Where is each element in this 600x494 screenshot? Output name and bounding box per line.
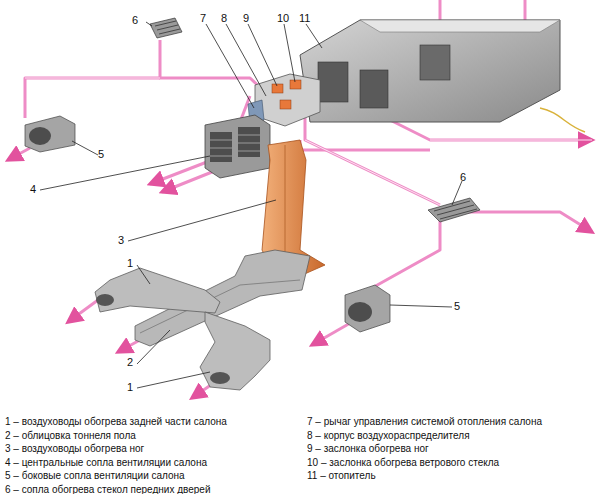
leader-lines-part xyxy=(306,24,322,48)
heater-unit-part xyxy=(540,108,585,132)
key-entry: 10 – заслонка обогрева ветрового стекла xyxy=(307,457,499,468)
door-glass-vents-part xyxy=(434,201,477,219)
side-nozzles xyxy=(25,116,390,332)
key-entry: 9 – заслонка обогрева ног xyxy=(307,443,429,454)
leader-lines-part xyxy=(40,156,210,190)
heater-unit-part xyxy=(360,70,388,108)
central-vents-part xyxy=(210,135,260,156)
callout-number: 11 xyxy=(299,12,310,24)
key-entry: 11 – отопитель xyxy=(307,470,376,481)
door-glass-vents xyxy=(150,18,480,222)
air-pipes-part xyxy=(118,340,140,352)
callout-number: 5 xyxy=(98,148,104,160)
key-entry: 2 – облицовка тоннеля пола xyxy=(5,430,136,441)
rear-ducts-part xyxy=(210,372,230,384)
central-vents-part xyxy=(210,132,232,162)
door-glass-vents-part xyxy=(155,21,180,34)
key-entry: 1 – воздуховоды обогрева задней части са… xyxy=(5,416,227,427)
heater-unit-part xyxy=(420,45,450,80)
central-vents-part xyxy=(238,127,260,157)
air-pipes-part xyxy=(300,140,430,150)
callout-number: 1 xyxy=(127,257,133,269)
heater-unit-part xyxy=(360,20,560,32)
side-nozzles-part xyxy=(345,285,390,332)
rear-ducts-part xyxy=(200,312,270,390)
leader-lines-part xyxy=(206,24,254,108)
heater-unit xyxy=(300,20,585,132)
callout-number: 9 xyxy=(243,12,249,24)
air-pipes xyxy=(8,0,592,398)
callout-number: 7 xyxy=(200,12,206,24)
rear-ducts-part xyxy=(96,294,114,306)
key-entry: 5 – боковые сопла вентиляции салона xyxy=(5,470,185,481)
leader-lines-part xyxy=(146,22,152,26)
central-vents xyxy=(205,115,270,178)
callout-number: 4 xyxy=(30,183,36,195)
air-pipes-part xyxy=(150,160,212,184)
air-distributor-part xyxy=(272,84,283,93)
leader-lines-part xyxy=(452,181,462,205)
leader-lines-part xyxy=(390,305,452,307)
key-entry: 6 – сопла обогрева стекол передних двере… xyxy=(5,484,210,494)
callout-number: 6 xyxy=(132,14,138,26)
key-entry: 4 – центральные сопла вентиляции салона xyxy=(5,457,207,468)
leader-lines-part xyxy=(248,24,277,86)
air-pipes-part xyxy=(305,118,440,205)
air-pipes-part xyxy=(312,322,352,345)
air-pipes-part xyxy=(25,78,160,118)
leader-lines-part xyxy=(128,200,276,241)
rear-ducts xyxy=(95,268,270,390)
leader-lines-part xyxy=(137,372,210,388)
key-entry: 3 – воздуховоды обогрева ног xyxy=(5,443,144,454)
door-glass-vents-part xyxy=(150,18,182,38)
air-distributor-part xyxy=(255,74,320,126)
air-distributor-part xyxy=(280,100,291,109)
callout-number: 8 xyxy=(221,12,227,24)
leader-lines-part xyxy=(284,24,295,82)
air-pipes-part xyxy=(390,120,592,140)
side-nozzles-part xyxy=(348,302,372,322)
leader-lines-part xyxy=(137,330,170,364)
leader-lines-part xyxy=(137,265,150,284)
callout-number: 2 xyxy=(127,356,133,368)
heater-unit-part xyxy=(300,20,560,122)
callout-number: 6 xyxy=(460,171,466,183)
air-pipes-part xyxy=(372,212,440,288)
side-nozzles-part xyxy=(25,116,75,152)
foot-ducts-part xyxy=(285,145,286,255)
callout-number: 5 xyxy=(454,300,460,312)
callout-number: 1 xyxy=(127,381,133,393)
key-entry: 8 – корпус воздухораспределителя xyxy=(307,430,470,441)
leader-lines xyxy=(40,22,462,388)
leader-lines-part xyxy=(226,24,266,96)
air-distributor-part xyxy=(290,80,301,89)
air-pipes-part xyxy=(68,300,98,322)
key-entry: 7 – рычаг управления системой отопления … xyxy=(307,416,542,427)
leader-lines-part xyxy=(72,141,98,155)
callout-number: 3 xyxy=(118,234,124,246)
heater-unit-part xyxy=(318,62,348,102)
rear-ducts-part xyxy=(95,268,220,313)
side-nozzles-part xyxy=(29,127,51,145)
central-vents-part xyxy=(205,115,270,178)
air-pipes-part xyxy=(8,148,30,160)
door-glass-vents-part xyxy=(428,198,480,222)
callout-number: 10 xyxy=(277,12,289,24)
